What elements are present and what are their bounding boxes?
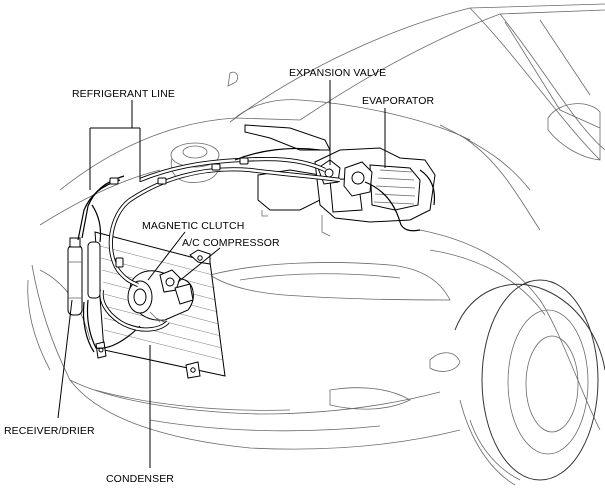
refrigerant-lines: [77, 147, 436, 353]
label-condenser: CONDENSER: [106, 473, 174, 485]
label-expansion-valve: EXPANSION VALVE: [289, 67, 386, 79]
label-magnetic-clutch: MAGNETIC CLUTCH: [142, 220, 244, 232]
label-receiver-drier: RECEIVER/DRIER: [4, 425, 95, 437]
label-refrigerant-line: REFRIGERANT LINE: [72, 88, 175, 100]
leader-lines: [57, 80, 386, 468]
car-body: [27, 3, 605, 486]
label-evaporator: EVAPORATOR: [362, 95, 434, 107]
label-ac-compressor: A/C COMPRESSOR: [182, 237, 280, 249]
receiver-drier-unit: [67, 237, 101, 316]
engine-bay-structure: [170, 124, 436, 237]
